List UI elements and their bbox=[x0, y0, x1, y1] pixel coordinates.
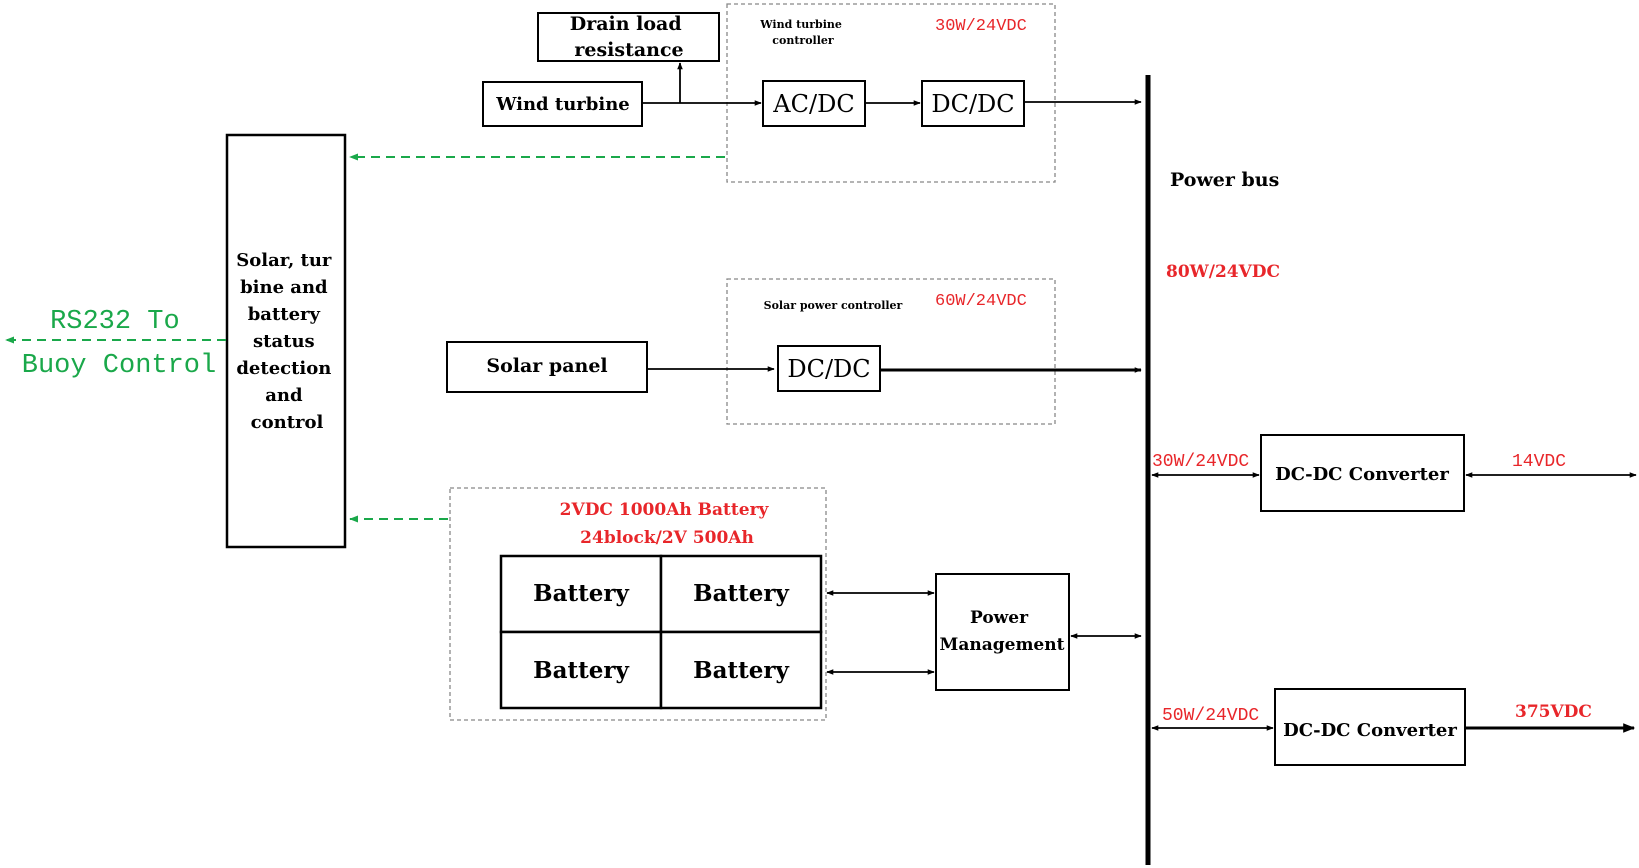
converter-2-label: DC-DC Converter bbox=[1283, 720, 1457, 741]
wind-controller-group bbox=[726, 3, 1056, 183]
solar-panel-label: Solar panel bbox=[486, 355, 607, 377]
drain-load-box bbox=[537, 12, 720, 62]
status-control-label: Solar, tur bine and battery status detec… bbox=[236, 250, 337, 433]
power-management-label: Power Management bbox=[940, 608, 1065, 655]
converter-1-input-label: 30W/24VDC bbox=[1152, 452, 1249, 472]
battery-label-4: Battery bbox=[693, 657, 789, 684]
status-control-box bbox=[225, 133, 347, 549]
battery-label-2: Battery bbox=[693, 580, 789, 607]
dc-dc-solar-label: DC/DC bbox=[787, 355, 870, 383]
dc-dc-solar-box bbox=[777, 345, 881, 392]
converter-1-output-label: 14VDC bbox=[1512, 452, 1566, 472]
rs232-label: RS232 To Buoy Control bbox=[22, 307, 216, 381]
solar-controller-label: Solar power controller bbox=[764, 299, 903, 312]
drain-load-label: Drain load resistance bbox=[570, 13, 689, 61]
solar-panel-box bbox=[446, 341, 648, 393]
battery-group bbox=[449, 487, 827, 721]
battery-cell-1 bbox=[499, 554, 663, 634]
dc-dc-wind-box bbox=[921, 80, 1025, 127]
ac-dc-box bbox=[762, 80, 866, 127]
solar-rating-label: 60W/24VDC bbox=[935, 292, 1027, 311]
solar-controller-group bbox=[726, 278, 1056, 425]
bus-rating-label: 80W/24VDC bbox=[1166, 262, 1280, 282]
converter-2-output-label: 375VDC bbox=[1515, 702, 1592, 722]
wind-turbine-box bbox=[482, 81, 643, 127]
battery-label-1: Battery bbox=[533, 580, 629, 607]
converter-2-input-label: 50W/24VDC bbox=[1162, 706, 1259, 726]
wind-controller-label: Wind turbine controller bbox=[759, 18, 845, 47]
battery-cell-4 bbox=[659, 630, 823, 710]
power-bus-label: Power bus bbox=[1170, 169, 1279, 191]
dc-dc-wind-label: DC/DC bbox=[931, 90, 1014, 118]
wind-rating-label: 30W/24VDC bbox=[935, 17, 1027, 36]
battery-cell-3 bbox=[499, 630, 663, 710]
battery-label-3: Battery bbox=[533, 657, 629, 684]
converter-1-label: DC-DC Converter bbox=[1275, 464, 1449, 485]
converter-1-box bbox=[1260, 434, 1465, 512]
power-management-box bbox=[935, 573, 1070, 691]
battery-bank-label: 2VDC 1000Ah Battery 24block/2V 500Ah bbox=[560, 500, 775, 548]
ac-dc-label: AC/DC bbox=[772, 90, 854, 118]
wind-turbine-label: Wind turbine bbox=[495, 94, 630, 115]
